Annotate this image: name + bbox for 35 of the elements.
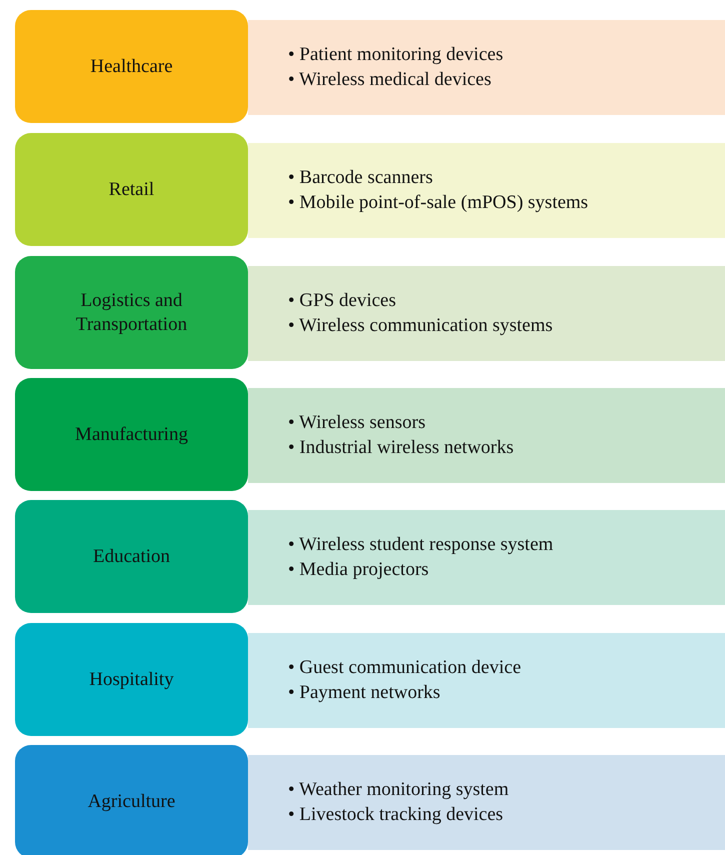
bullet-item: • Patient monitoring devices	[288, 42, 504, 67]
examples-panel	[248, 20, 725, 115]
sector-box	[15, 378, 248, 491]
sector-label: Retail	[108, 178, 154, 202]
bullet-item: • Wireless communication systems	[288, 314, 553, 338]
bullet-item: • Payment networks	[288, 680, 440, 704]
sector-box	[15, 623, 248, 736]
examples-panel	[248, 755, 725, 850]
bullet-item: • Barcode scanners	[288, 166, 433, 190]
bullet-item: • Wireless medical devices	[288, 68, 492, 92]
bullet-item: • Livestock tracking devices	[288, 802, 504, 826]
sector-box	[15, 500, 248, 613]
bullet-item: • Mobile point-of-sale (mPOS) systems	[288, 190, 588, 214]
sector-label: Healthcare	[90, 54, 173, 78]
sector-label: Logistics and Transportation	[74, 288, 188, 336]
sector-label: Manufacturing	[75, 422, 188, 446]
bullet-item: • Weather monitoring system	[288, 778, 509, 802]
examples-panel	[248, 266, 725, 361]
bullet-item: • Wireless student response system	[288, 532, 554, 557]
sector-box	[15, 10, 248, 123]
examples-panel	[248, 633, 725, 728]
examples-panel	[248, 510, 725, 605]
examples-panel	[248, 143, 725, 238]
bullet-item: • GPS devices	[288, 288, 396, 313]
sector-box	[15, 256, 248, 369]
bullet-item: • Wireless sensors	[288, 410, 426, 435]
sector-label: Education	[92, 544, 170, 568]
examples-panel	[248, 388, 725, 483]
bullet-item: • Guest communication device	[288, 656, 522, 680]
sector-label: Agriculture	[88, 790, 176, 814]
sector-label: Hospitality	[89, 668, 174, 692]
sector-box	[15, 133, 248, 246]
sector-box	[15, 745, 248, 855]
bullet-item: • Media projectors	[288, 558, 429, 582]
bullet-item: • Industrial wireless networks	[288, 436, 514, 460]
